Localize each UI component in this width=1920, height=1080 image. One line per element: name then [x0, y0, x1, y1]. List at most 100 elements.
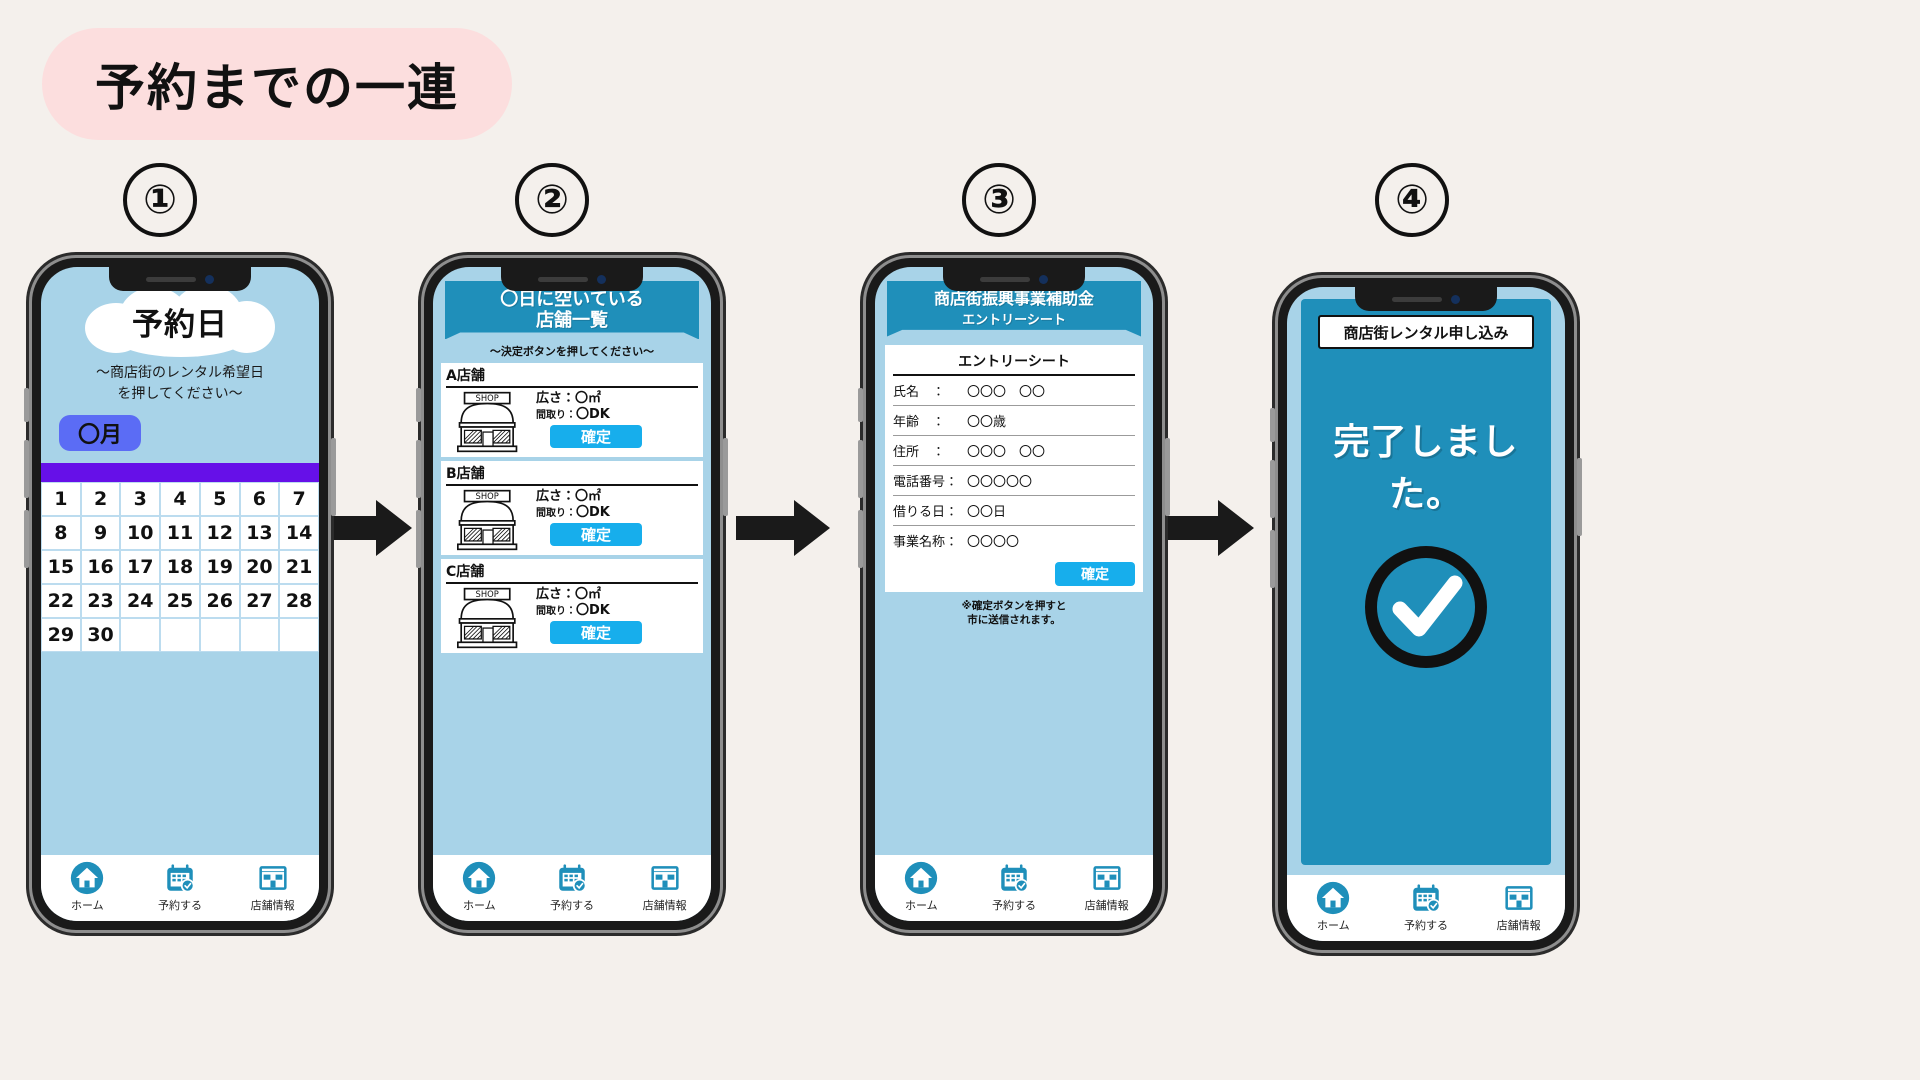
calendar-day[interactable]: 23 — [80, 584, 121, 618]
shop-confirm-button[interactable]: 確定 — [550, 425, 642, 449]
nav-item-reserve[interactable]: 予約する — [526, 861, 618, 913]
calendar-day[interactable]: 18 — [160, 550, 200, 584]
weekday-cell — [200, 463, 240, 482]
calendar-check-icon — [1001, 864, 1029, 893]
calendar-day[interactable]: 10 — [120, 516, 161, 550]
calendar-day[interactable]: 13 — [239, 516, 280, 550]
page-title: 予約までの一連 — [95, 59, 459, 117]
calendar-day[interactable]: 16 — [80, 550, 121, 584]
front-camera — [1039, 274, 1048, 284]
shop-area: 広さ：〇㎡ — [536, 489, 698, 504]
phone-power-button — [723, 438, 728, 516]
nav-item-reserve[interactable]: 予約する — [1380, 881, 1472, 933]
calendar-day[interactable]: 29 — [41, 618, 81, 652]
phone-power-button — [331, 438, 336, 516]
month-selector-badge[interactable]: 〇月 — [59, 415, 141, 451]
nav-item-shop-info[interactable]: 店舗情報 — [227, 861, 319, 913]
entry-row-name[interactable]: 氏名 ： 〇〇〇 〇〇 — [893, 376, 1135, 406]
entry-row-age[interactable]: 年齢 ： 〇〇歳 — [893, 406, 1135, 436]
calendar-day[interactable]: 9 — [80, 516, 121, 550]
entry-row-value: 〇〇歳 — [967, 414, 1007, 430]
entry-row-value: 〇〇日 — [967, 504, 1007, 520]
calendar-day[interactable]: 21 — [279, 550, 319, 584]
home-icon — [71, 861, 104, 895]
calendar-day[interactable]: 15 — [41, 550, 81, 584]
calendar-day[interactable]: 26 — [199, 584, 240, 618]
calendar-day-empty — [199, 618, 240, 652]
nav-item-shop-info[interactable]: 店舗情報 — [619, 861, 711, 913]
shop-area-label: 広さ： — [536, 489, 576, 505]
nav-item-shop-info[interactable]: 店舗情報 — [1061, 861, 1153, 913]
shop-layout-label: 間取り： — [536, 409, 576, 421]
shop-confirm-button[interactable]: 確定 — [550, 523, 642, 547]
calendar-day[interactable]: 24 — [120, 584, 161, 618]
shop-confirm-button[interactable]: 確定 — [550, 621, 642, 645]
weekday-cell — [41, 463, 81, 482]
shop-icon — [259, 866, 287, 890]
calendar-day[interactable]: 5 — [199, 482, 240, 516]
calendar-day[interactable]: 11 — [160, 516, 200, 550]
calendar-check-icon — [1413, 884, 1441, 913]
shop-layout: 間取り：〇DK — [536, 407, 698, 422]
phone-3-entry-sheet: 商店街振興事業補助金 エントリーシート エントリーシート 氏名 ： 〇〇〇 〇〇… — [858, 258, 1170, 930]
nav-item-reserve[interactable]: 予約する — [134, 861, 226, 913]
calendar-day[interactable]: 1 — [41, 482, 81, 516]
shop-name: C店舗 — [446, 561, 698, 585]
calendar-day[interactable]: 2 — [80, 482, 121, 516]
shop-card[interactable]: B店舗 SHOP — [441, 461, 703, 556]
entry-row-phone[interactable]: 電話番号： 〇〇〇〇〇 — [893, 466, 1135, 496]
calendar-day[interactable]: 17 — [120, 550, 161, 584]
nav-item-home[interactable]: ホーム — [433, 861, 525, 913]
calendar-day[interactable]: 20 — [239, 550, 280, 584]
calendar-day[interactable]: 4 — [160, 482, 200, 516]
calendar-day[interactable]: 30 — [80, 618, 121, 652]
entry-sheet-confirm-button[interactable]: 確定 — [1055, 561, 1135, 586]
calendar-day[interactable]: 12 — [199, 516, 240, 550]
weekday-cell — [240, 463, 280, 482]
entry-row-address[interactable]: 住所 ： 〇〇〇 〇〇 — [893, 436, 1135, 466]
calendar: 1 2 3 4 5 6 7 8 9 10 11 12 13 14 — [41, 463, 319, 652]
entry-row-key: 電話番号： — [893, 474, 959, 490]
calendar-day[interactable]: 3 — [120, 482, 161, 516]
calendar-day[interactable]: 22 — [41, 584, 81, 618]
nav-item-reserve[interactable]: 予約する — [968, 861, 1060, 913]
nav-item-shop-info[interactable]: 店舗情報 — [1473, 881, 1565, 933]
calendar-day[interactable]: 28 — [279, 584, 319, 618]
entry-row-key: 事業名称： — [893, 535, 959, 551]
weekday-cell — [279, 463, 319, 482]
calendar-day[interactable]: 27 — [239, 584, 280, 618]
shop-layout: 間取り：〇DK — [536, 603, 698, 618]
nav-label-shop-info: 店舗情報 — [642, 899, 687, 912]
screen-1: 予約日 ～商店街のレンタル希望日 を押してください～ 〇月 — [41, 267, 319, 921]
shop-icon — [1505, 886, 1533, 910]
shop-card[interactable]: C店舗 SHOP — [441, 559, 703, 654]
shop-card[interactable]: A店舗 SHOP — [441, 363, 703, 458]
calendar-day-empty — [160, 618, 200, 652]
calendar-day[interactable]: 6 — [239, 482, 280, 516]
calendar-day[interactable]: 25 — [160, 584, 200, 618]
completion-panel: 商店街レンタル申し込み 完了しました。 — [1301, 299, 1551, 865]
calendar-day[interactable]: 19 — [199, 550, 240, 584]
shop-area-label: 広さ： — [536, 391, 576, 407]
flow-arrow-1-to-2 — [318, 500, 412, 556]
shop-layout-value: 〇DK — [576, 504, 610, 520]
calendar-day[interactable]: 14 — [279, 516, 319, 550]
nav-item-home[interactable]: ホーム — [1287, 881, 1379, 933]
entry-row-rental-date[interactable]: 借りる日： 〇〇日 — [893, 496, 1135, 526]
calendar-day[interactable]: 8 — [41, 516, 81, 550]
entry-sheet-note: ※確定ボタンを押すと 市に送信されます。 — [875, 599, 1153, 627]
nav-item-home[interactable]: ホーム — [875, 861, 967, 913]
entry-sheet: エントリーシート 氏名 ： 〇〇〇 〇〇 年齢 ： 〇〇歳 住所 ： 〇〇〇 〇… — [885, 344, 1143, 592]
screen-3-ribbon-line2: エントリーシート — [962, 313, 1066, 329]
screen-4-title: 商店街レンタル申し込み — [1318, 315, 1534, 349]
calendar-check-icon — [559, 864, 587, 893]
calendar-day[interactable]: 7 — [279, 482, 319, 516]
entry-row-business-name[interactable]: 事業名称： 〇〇〇〇 — [893, 526, 1135, 556]
nav-item-home[interactable]: ホーム — [41, 861, 133, 913]
phone-side-button — [24, 510, 29, 568]
screen-1-subtitle: ～商店街のレンタル希望日 を押してください～ — [41, 363, 319, 405]
screen-2-body: 〇日に空いている 店舗一覧 ～決定ボタンを押してください～ A店舗 SHOP — [433, 267, 711, 855]
heading-cloud: 予約日 — [85, 285, 275, 357]
shop-layout-value: 〇DK — [576, 406, 610, 422]
